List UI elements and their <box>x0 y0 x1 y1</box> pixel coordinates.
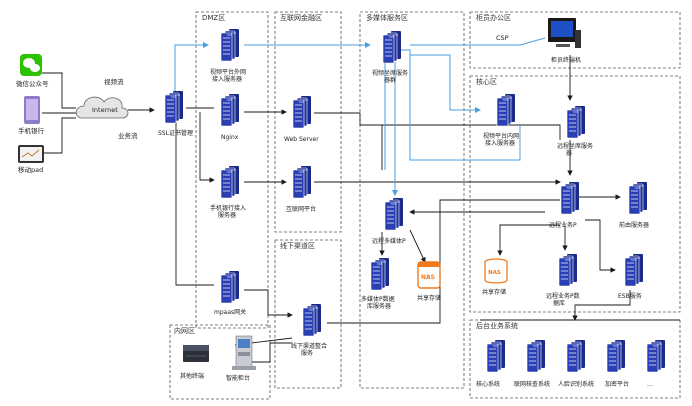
label-mm-data-1: 多媒体P数据 <box>361 295 395 303</box>
label-mobile-access-1: 手机银行接入 <box>210 204 246 212</box>
label-remote-business: 远程业务P <box>549 221 577 229</box>
label-internet-platform: 互联网平台 <box>286 205 316 213</box>
label-video-int-1: 视频平台内网 <box>483 132 519 140</box>
zone-internet-finance: 互联网金融区 <box>280 13 322 22</box>
video-ext-server-icon <box>220 28 240 62</box>
label-video-int-2: 接入服务器 <box>485 139 515 147</box>
other-terminal-icon <box>183 345 209 362</box>
label-offline-service-2: 服务 <box>301 349 313 357</box>
backend-server-icon-3 <box>566 339 586 373</box>
label-video-ext-2: 接入服务器 <box>212 75 242 83</box>
zone-agent-office: 柜员办公区 <box>476 13 511 22</box>
zone-offline-channel: 线下渠道区 <box>280 241 315 250</box>
label-core-nas: 共享存储 <box>482 288 506 296</box>
label-mm-data-2: 库服务器 <box>367 302 391 310</box>
smart-counter-icon <box>232 335 256 370</box>
backend-server-icon-4 <box>606 339 626 373</box>
label-remote-mm: 远程多媒体P <box>372 237 406 245</box>
internet-cloud-icon <box>75 96 129 119</box>
connections-business <box>42 55 680 363</box>
label-backend-1: 核心系统 <box>476 380 500 388</box>
label-mobile-access-2: 服务器 <box>218 211 236 219</box>
label-nginx: Nginx <box>221 134 239 141</box>
remote-agent-server-icon <box>566 105 586 139</box>
zone-dmz: DMZ区 <box>202 14 225 22</box>
zone-core: 核心区 <box>476 77 497 86</box>
label-remote-agent-2: 器 <box>566 150 572 157</box>
video-int-server-icon <box>496 93 516 127</box>
video-service-server-icon <box>382 30 402 64</box>
zone-backend: 后台业务系统 <box>476 321 518 330</box>
label-video-service-2: 器群 <box>384 76 396 84</box>
backend-server-icon-5 <box>646 339 666 373</box>
shared-nas-icon: NAS <box>417 261 441 289</box>
label-web-server: Web Server <box>284 136 319 143</box>
label-video-flow: 视频流 <box>104 77 124 86</box>
label-agent-terminal: 柜员终端机 <box>551 56 581 64</box>
label-offline-service-1: 线下渠道整合 <box>291 342 327 350</box>
label-wechat: 微信公众号 <box>16 79 49 88</box>
zone-intranet: 内网区 <box>174 326 195 335</box>
label-other-terminal: 其他终端 <box>180 372 204 380</box>
label-video-ext-1: 视频平台外网 <box>210 68 246 76</box>
backend-server-icon-2 <box>526 339 546 373</box>
ssl-server-icon <box>164 90 184 124</box>
agent-terminal-icon <box>548 18 581 48</box>
remote-db-server-icon <box>558 253 578 287</box>
route-server-icon <box>628 181 648 215</box>
label-remote-db-1: 远程业务P数 <box>546 292 580 300</box>
remote-business-server-icon <box>560 181 580 215</box>
label-remote-agent-1: 远程坐席服务 <box>557 142 593 150</box>
mobile-phone-icon <box>24 96 40 124</box>
label-backend-5: ... <box>647 381 653 388</box>
label-mobile-bank: 手机银行 <box>18 126 45 135</box>
mpaas-server-icon <box>220 270 240 304</box>
label-backend-4: 加密平台 <box>605 380 629 388</box>
mobile-access-server-icon <box>220 165 240 199</box>
label-remote-db-2: 据库 <box>553 299 565 307</box>
core-nas-badge: NAS <box>488 270 501 276</box>
label-backend-3: 人脸识别系统 <box>558 380 594 388</box>
label-route-server: 前由服务器 <box>619 221 649 229</box>
label-csp: CSP <box>496 34 509 42</box>
label-pad: 移动pad <box>18 165 43 174</box>
mm-data-server-icon <box>370 257 390 291</box>
esb-server-icon <box>624 253 644 287</box>
nas-badge: NAS <box>421 274 435 281</box>
label-internet: Internet <box>92 106 118 114</box>
nginx-server-icon <box>220 93 240 127</box>
web-server-icon <box>292 95 312 129</box>
pad-icon <box>18 145 44 163</box>
label-business-flow: 业务流 <box>118 131 138 140</box>
backend-server-icon-1 <box>486 339 506 373</box>
label-backend-2: 联网核查系统 <box>514 380 550 388</box>
label-ssl: SSL证书管理 <box>158 129 193 137</box>
offline-service-server-icon <box>302 303 322 337</box>
wechat-icon <box>20 54 42 76</box>
label-shared-nas: 共享存储 <box>417 294 441 302</box>
label-esb: ESB服务 <box>618 292 642 300</box>
internet-platform-server-icon <box>292 165 312 199</box>
remote-mm-server-icon <box>384 197 404 231</box>
label-video-service-1: 视频坐席服务 <box>372 69 408 77</box>
label-mpaas: mpaas网关 <box>214 308 246 316</box>
zone-multimedia: 多媒体服务区 <box>366 13 408 22</box>
label-smart-counter: 智能柜台 <box>226 374 250 382</box>
core-nas-icon: NAS <box>484 258 508 284</box>
